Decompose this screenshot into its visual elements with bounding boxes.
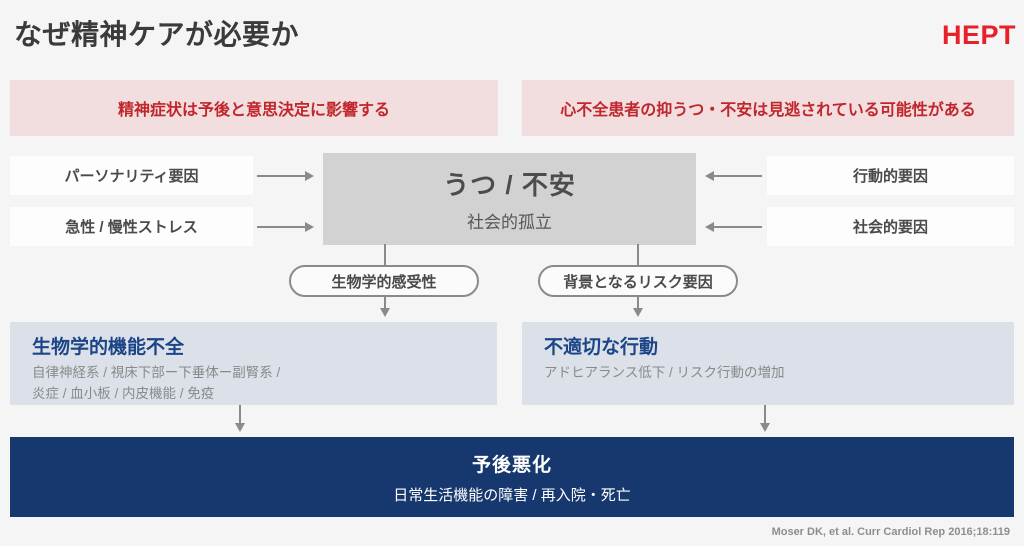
banner-overlooked: 心不全患者の抑うつ・不安は見逃されている可能性がある (522, 80, 1014, 136)
factor-stress-label: 急性 / 慢性ストレス (65, 219, 198, 236)
arrow-down-icon (633, 297, 643, 317)
page-title: なぜ精神ケアが必要か (14, 19, 300, 50)
arrow-right-icon (257, 222, 314, 232)
factor-behavioral: 行動的要因 (767, 156, 1014, 195)
banner-overlooked-label: 心不全患者の抑うつ・不安は見逃されている可能性がある (560, 102, 976, 119)
worsened-prognosis-label: 予後悪化 (471, 454, 552, 476)
connector-line (384, 244, 386, 265)
hept-logo: HEPT (941, 20, 1016, 50)
mediator-biological-susceptibility: 生物学的感受性 (289, 265, 479, 297)
arrow-down-icon (760, 405, 770, 432)
outcome-biological-dysfunction: 生物学的機能不全 自律神経系 / 視床下部ー下垂体ー副腎系 / 炎症 / 血小板… (10, 322, 497, 405)
mediator-biological-susceptibility-label: 生物学的感受性 (331, 273, 437, 291)
mediator-background-risk-label: 背景となるリスク要因 (563, 273, 713, 291)
worsened-prognosis-detail: 日常生活機能の障害 / 再入院・死亡 (393, 486, 631, 504)
final-worsened-prognosis-box: 予後悪化 日常生活機能の障害 / 再入院・死亡 (10, 437, 1014, 517)
social-isolation-label: 社会的孤立 (467, 213, 552, 232)
outcome-inappropriate-behavior-line1: アドヒアランス低下 / リスク行動の増加 (544, 365, 785, 380)
arrow-left-icon (705, 171, 762, 181)
factor-social: 社会的要因 (767, 207, 1014, 246)
factor-behavioral-label: 行動的要因 (852, 168, 928, 185)
banner-prognosis-label: 精神症状は予後と意思決定に影響する (117, 102, 390, 119)
depression-anxiety-label: うつ / 不安 (443, 170, 576, 200)
outcome-biological-dysfunction-title: 生物学的機能不全 (32, 337, 185, 358)
connector-line (637, 244, 639, 265)
factor-personality: パーソナリティ要因 (10, 156, 253, 195)
factor-social-label: 社会的要因 (852, 219, 928, 236)
banner-prognosis: 精神症状は予後と意思決定に影響する (10, 80, 498, 136)
arrow-left-icon (705, 222, 762, 232)
outcome-biological-dysfunction-line2: 炎症 / 血小板 / 内皮機能 / 免疫 (32, 385, 215, 401)
factor-stress: 急性 / 慢性ストレス (10, 207, 253, 246)
arrow-right-icon (257, 171, 314, 181)
arrow-down-icon (380, 297, 390, 317)
mediator-background-risk: 背景となるリスク要因 (538, 265, 738, 297)
outcome-inappropriate-behavior: 不適切な行動 アドヒアランス低下 / リスク行動の増加 (522, 322, 1014, 405)
outcome-biological-dysfunction-line1: 自律神経系 / 視床下部ー下垂体ー副腎系 / (32, 365, 281, 380)
outcome-inappropriate-behavior-title: 不適切な行動 (544, 337, 659, 358)
arrow-down-icon (235, 405, 245, 432)
citation: Moser DK, et al. Curr Cardiol Rep 2016;1… (771, 526, 1010, 538)
center-depression-anxiety-box: うつ / 不安 社会的孤立 (323, 153, 696, 245)
factor-personality-label: パーソナリティ要因 (64, 168, 199, 185)
